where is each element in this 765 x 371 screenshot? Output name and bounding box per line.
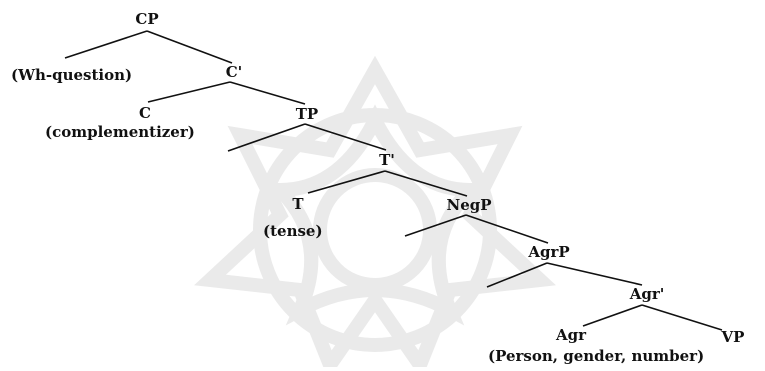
node-negp: NegP [446, 196, 491, 214]
annotation-tense: (tense) [263, 222, 323, 240]
node-cp: CP [135, 10, 158, 28]
node-t: T [292, 195, 304, 213]
node-agrp: AgrP [527, 243, 569, 261]
branch-agrp-spec [486, 262, 548, 288]
branch-agrp-agrbar [546, 262, 643, 286]
branch-cbar-c [147, 81, 231, 103]
branch-tbar-t [307, 170, 386, 194]
branch-tp-tbar [304, 123, 387, 151]
tree-branches [64, 30, 723, 331]
tree-nodes: CP C' C TP T' T NegP AgrP Agr' Agr VP [135, 10, 744, 346]
node-tp: TP [296, 105, 318, 123]
branch-cp-spec [64, 30, 148, 59]
branch-negp-agrp [465, 214, 549, 244]
branch-tp-spec [227, 123, 306, 152]
node-agr: Agr [555, 326, 587, 344]
branch-agrbar-agr [582, 304, 643, 327]
node-c-bar: C' [226, 63, 243, 81]
branch-negp-spec [404, 214, 467, 237]
annotation-complementizer: (complementizer) [45, 123, 195, 141]
annotation-wh-question: (Wh-question) [11, 66, 132, 84]
annotation-agr-features: (Person, gender, number) [488, 347, 704, 365]
node-agr-bar: Agr' [629, 285, 665, 303]
branch-cp-cbar [146, 30, 233, 64]
branch-tbar-negp [384, 170, 468, 197]
node-t-bar: T' [379, 151, 395, 169]
watermark-ornament [194, 55, 556, 371]
branch-cbar-tp [229, 81, 306, 105]
tree-annotations: (Wh-question) (complementizer) (tense) (… [11, 66, 704, 365]
node-c: C [139, 104, 151, 122]
branch-agrbar-vp [641, 304, 723, 331]
node-vp: VP [721, 328, 745, 346]
